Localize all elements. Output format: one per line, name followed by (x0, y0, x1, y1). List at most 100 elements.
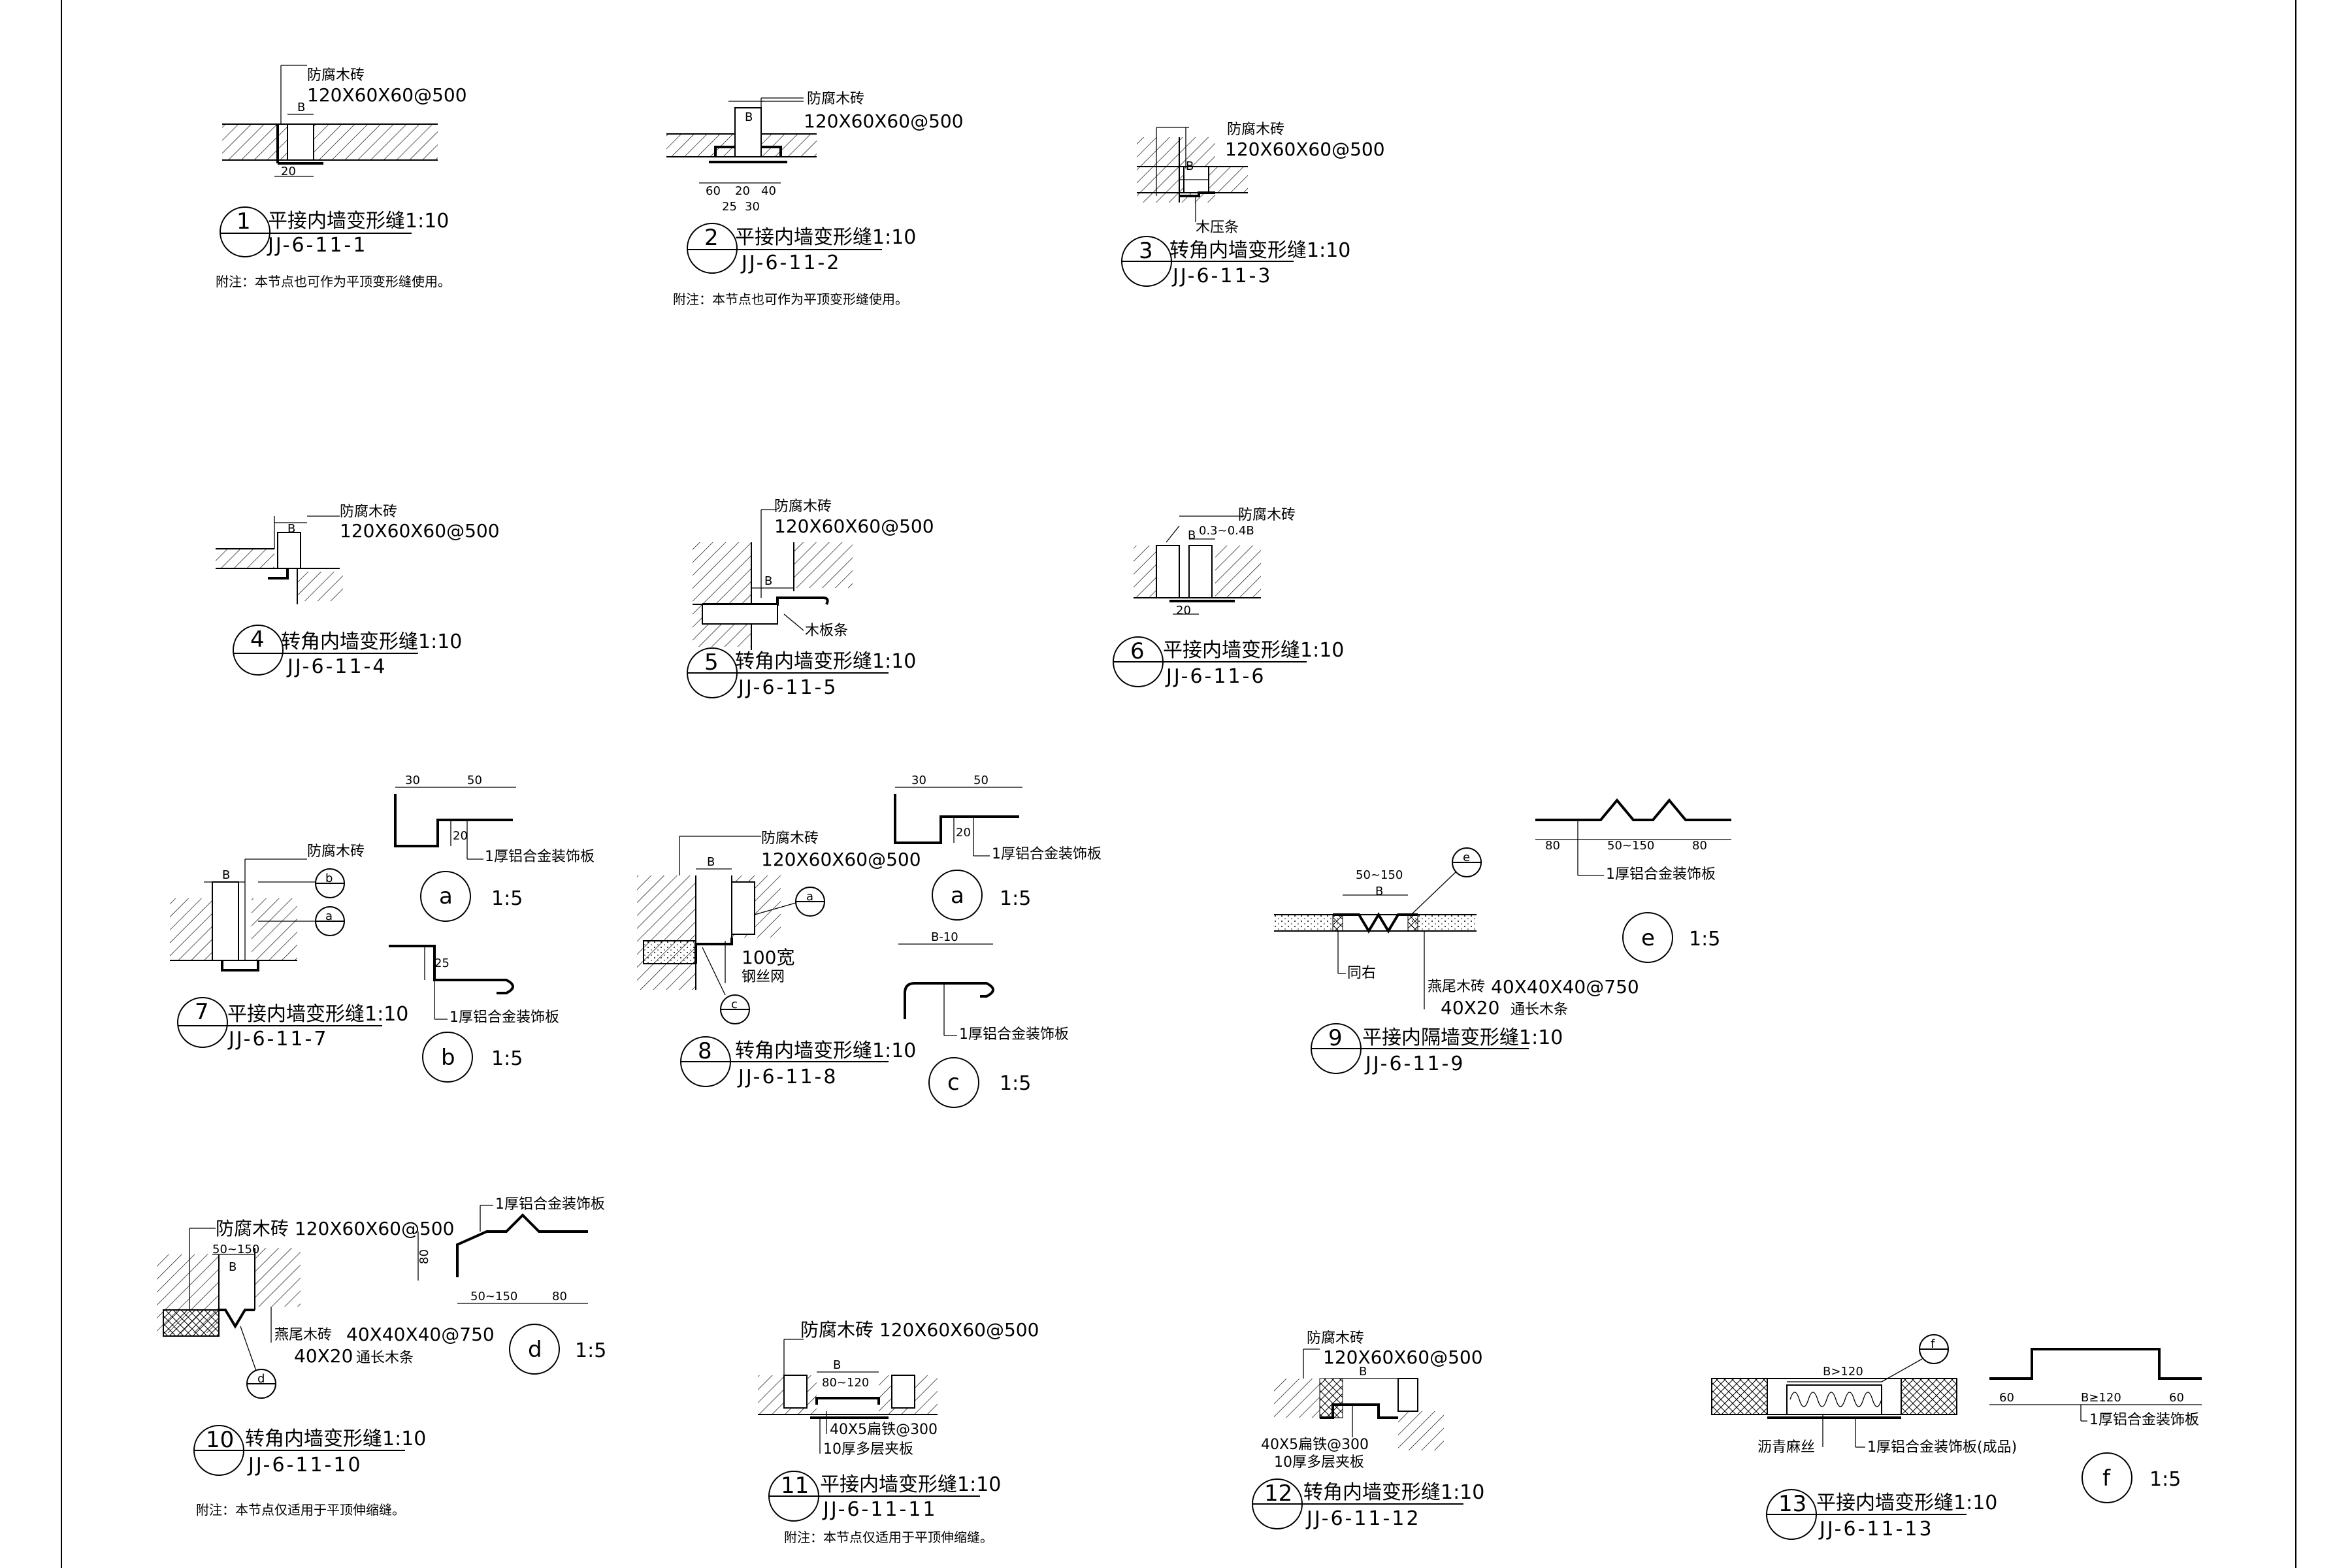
profile-scale: 1:5 (1000, 887, 1031, 910)
detail-title: 平接内墙变形缝1:10 (735, 226, 916, 249)
detail-number: 8 (698, 1038, 712, 1064)
dim-80-120: 80~120 (822, 1376, 869, 1390)
dim-b: B (1188, 529, 1196, 542)
label-al-plate: 1厚铝合金装饰板 (449, 1009, 559, 1026)
profile-letter: d (528, 1337, 542, 1363)
detail-bubble (687, 223, 738, 274)
detail-code: JJ-6-11-7 (227, 1028, 328, 1051)
detail-title: 转角内墙变形缝1:10 (735, 650, 916, 673)
detail-number: 6 (1130, 638, 1145, 664)
detail-code: JJ-6-11-9 (1364, 1053, 1465, 1075)
detail-3: B 防腐木砖 120X60X60@500 木压条 3 转角内墙变形缝1:10 J… (1121, 122, 1385, 287)
dim-20: 20 (956, 826, 971, 840)
profile-scale: 1:5 (575, 1339, 606, 1362)
detail-bubble (177, 997, 228, 1048)
label-brick-spec: 120X60X60@500 (804, 110, 964, 132)
dim-20: 20 (1176, 604, 1191, 617)
ref-letter: e (1463, 851, 1470, 864)
profile-scale: 1:5 (2149, 1468, 2181, 1491)
profile-a: 30 50 20 1厚铝合金装饰板 a 1:5 (394, 774, 595, 922)
detail-code: JJ-6-11-6 (1165, 665, 1266, 688)
detail-2: B 防腐木砖 120X60X60@500 60 20 40 25 30 2 平接… (666, 91, 964, 307)
profile-bubble (928, 1057, 979, 1108)
label-anticorr-brick: 防腐木砖 (1238, 507, 1296, 523)
profile-bubble (2082, 1452, 2132, 1503)
dim-25: 25 (722, 200, 737, 214)
detail-number: 1 (237, 208, 251, 235)
dim-b: B (222, 868, 230, 882)
detail-title: 平接内墙变形缝1:10 (1816, 1492, 1997, 1514)
detail-number: 5 (704, 649, 719, 676)
detail-title: 平接内墙变形缝1:10 (820, 1473, 1001, 1496)
ref-letter: a (806, 890, 813, 904)
detail-title: 平接内墙变形缝1:10 (268, 210, 449, 233)
profile-letter: a (439, 883, 453, 909)
label-al-plate: 1厚铝合金装饰板 (495, 1196, 605, 1213)
dim-40: 40 (761, 184, 776, 198)
label-dovetail: 燕尾木砖 (274, 1327, 332, 1343)
label-brick-spec: 120X60X60@500 (1225, 139, 1385, 160)
dim-30: 30 (405, 774, 420, 787)
ref-letter: a (325, 909, 333, 923)
profile-bubble (420, 871, 471, 922)
dim-range: 50~150 (212, 1243, 259, 1256)
profile-letter: c (947, 1070, 960, 1096)
label-anticorr-brick: 防腐木砖 (1227, 122, 1284, 138)
detail-title: 转角内墙变形缝1:10 (245, 1428, 426, 1450)
label-flat-iron: 40X5扁铁@300 (830, 1422, 938, 1438)
dim-b-10: B-10 (931, 930, 958, 944)
label-flat-iron: 40X5扁铁@300 (1261, 1437, 1369, 1453)
label-strip-name: 通长木条 (356, 1350, 414, 1366)
label-strip-spec: 40X20 (1441, 997, 1499, 1019)
detail-bubble (233, 625, 284, 676)
detail-title: 转角内墙变形缝1:10 (735, 1039, 916, 1062)
label-steel-mesh: 钢丝网 (742, 969, 785, 985)
detail-number: 4 (250, 627, 265, 653)
label-brick-spec: 120X60X60@500 (774, 515, 934, 537)
profile-a-2: 30 50 20 1厚铝合金装饰板 a 1:5 (894, 774, 1102, 921)
detail-number: 3 (1139, 238, 1153, 264)
detail-code: JJ-6-11-4 (286, 655, 387, 678)
detail-7: B 防腐木砖 b a 7 平接内墙变形缝1:10 JJ-6-11-7 (170, 843, 408, 1051)
profile-bubble (932, 870, 983, 921)
label-anticorr-brick: 防腐木砖 (807, 91, 864, 107)
dim-50: 50 (467, 774, 482, 787)
dim-80: 80 (552, 1290, 567, 1303)
detail-code: JJ-6-11-10 (247, 1454, 363, 1477)
dim-b: B (1375, 885, 1383, 898)
dim-b: B (833, 1358, 841, 1372)
profile-bubble (1622, 912, 1673, 963)
detail-code: JJ-6-11-2 (740, 252, 841, 274)
dim-20: 20 (281, 165, 296, 178)
label-brick-spec: 120X60X60@500 (761, 849, 921, 870)
label-mesh-width: 100宽 (742, 947, 794, 968)
label-wood-board: 木板条 (805, 623, 848, 639)
dim-30: 30 (911, 774, 926, 787)
detail-10: 防腐木砖 120X60X60@500 50~150 B 燕尾木砖 40X40X4… (157, 1218, 495, 1518)
detail-bubble (220, 206, 270, 257)
profile-letter: e (1641, 925, 1655, 951)
dim-range: 50~150 (1356, 868, 1403, 882)
dim-b: B (745, 110, 753, 124)
coil (1789, 1392, 1882, 1407)
label-plywood: 10厚多层夹板 (823, 1441, 913, 1458)
detail-title: 平接内墙变形缝1:10 (1163, 639, 1344, 662)
profile-e: 80 50~150 80 1厚铝合金装饰板 e 1:5 (1535, 798, 1731, 963)
dim-b: B (1186, 159, 1194, 173)
note: 附注：本节点也可作为平顶变形缝使用。 (673, 291, 908, 307)
dim-80: 80 (1692, 839, 1707, 853)
label-ratio: 0.3~0.4B (1199, 524, 1254, 538)
profile-scale: 1:5 (1000, 1072, 1031, 1095)
label-anticorr-brick: 防腐木砖 (307, 67, 365, 84)
detail-title: 转角内墙变形缝1:10 (1303, 1481, 1484, 1504)
label-al-plate: 1厚铝合金装饰板 (992, 846, 1102, 862)
detail-number: 2 (704, 225, 719, 251)
note: 附注：本节点仅适用于平顶伸缩缝。 (196, 1502, 405, 1518)
label-dovetail-spec: 40X40X40@750 (346, 1324, 495, 1345)
label-anticorr-brick: 防腐木砖 (307, 843, 365, 860)
dim-80: 80 (1545, 839, 1560, 853)
label-brick-spec: 120X60X60@500 (1323, 1347, 1483, 1368)
dim-20: 20 (735, 184, 750, 198)
detail-title: 转角内墙变形缝1:10 (1169, 239, 1350, 262)
